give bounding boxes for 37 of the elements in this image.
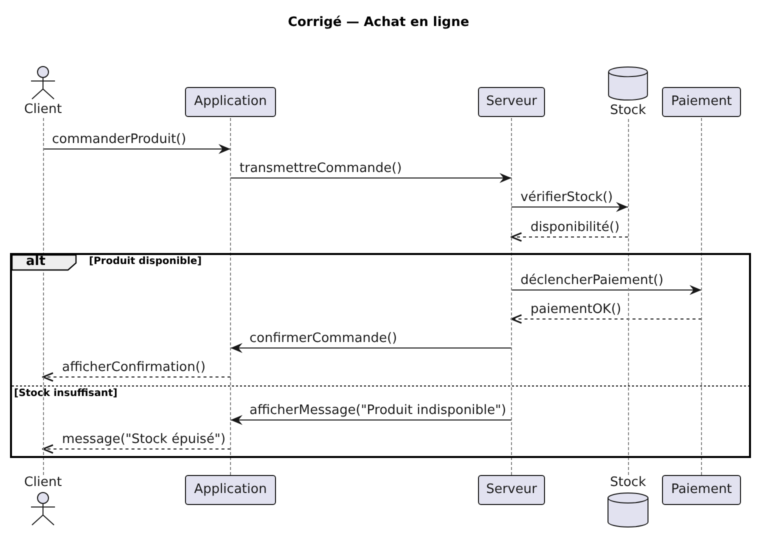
participant-label: Stock	[610, 475, 646, 490]
participant-label: Client	[24, 475, 62, 490]
message-arrow	[511, 285, 702, 295]
operator-label: alt	[26, 254, 46, 270]
participant-box: Application	[185, 475, 276, 505]
participant-box: Paiement	[662, 475, 741, 505]
participant-box: Serveur	[478, 475, 545, 505]
message-label: vérifierStock()	[520, 190, 614, 205]
participant-box: Application	[185, 87, 276, 117]
lifeline	[230, 118, 231, 475]
message-label: afficherConfirmation()	[61, 360, 207, 375]
message-label: commanderProduit()	[51, 132, 188, 147]
message-arrow	[510, 232, 628, 242]
guard-label: [Produit disponible]	[89, 256, 202, 268]
message-label: transmettreCommande()	[238, 161, 403, 176]
message-label: paiementOK()	[530, 302, 622, 317]
guard-label: [Stock insuffisant]	[14, 388, 118, 400]
message-label: confirmerCommande()	[248, 331, 398, 346]
participant-label: Stock	[610, 103, 646, 118]
message-arrow	[42, 144, 231, 154]
message-arrow	[230, 415, 512, 425]
participant-label: Client	[24, 102, 62, 117]
message-arrow	[230, 343, 512, 353]
diagram-title: Corrigé — Achat en ligne	[288, 14, 470, 32]
message-label: afficherMessage("Produit indisponible")	[248, 403, 508, 418]
lifeline	[701, 118, 702, 475]
lifeline	[511, 118, 512, 475]
message-label: déclencherPaiement()	[520, 273, 664, 288]
message-arrow	[511, 202, 628, 212]
message-label: disponibilité()	[530, 220, 621, 235]
participant-box: Paiement	[662, 87, 741, 117]
message-arrow	[510, 314, 702, 324]
message-arrow	[42, 444, 231, 454]
participant-box: Serveur	[478, 87, 545, 117]
message-arrow	[230, 173, 512, 183]
message-label: message("Stock épuisé")	[61, 432, 227, 447]
message-arrow	[42, 372, 231, 382]
